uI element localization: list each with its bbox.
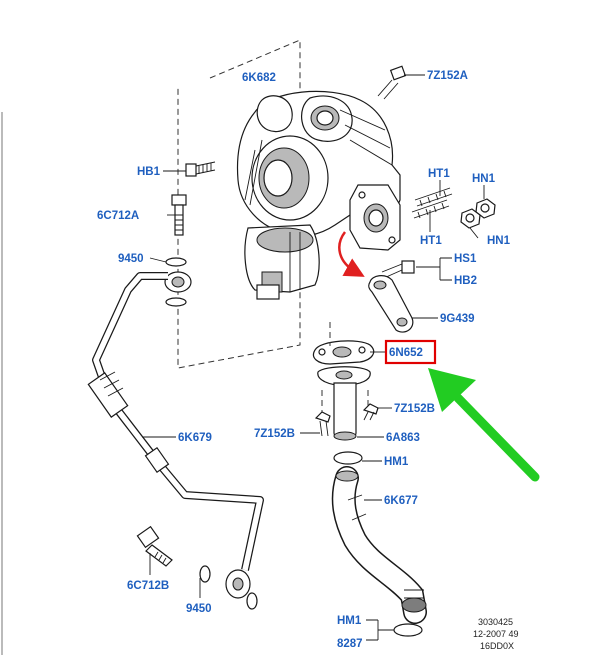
callout-7z152a[interactable]: 7Z152A	[427, 70, 468, 82]
bolts-7z152b-drawing	[314, 403, 379, 437]
turbocharger-drawing	[236, 90, 401, 300]
hose-6k677-drawing	[331, 466, 427, 624]
callout-6c712a[interactable]: 6C712A	[97, 210, 139, 222]
callout-hn1-top[interactable]: HN1	[472, 173, 496, 185]
callout-6k677[interactable]: 6K677	[384, 495, 418, 507]
callout-8287[interactable]: 8287	[337, 638, 363, 650]
gasket-6n652-drawing	[312, 340, 375, 365]
studs-ht1-drawing	[411, 187, 453, 219]
callout-hm1-mid[interactable]: HM1	[384, 456, 409, 468]
callout-6n652[interactable]: 6N652	[389, 347, 423, 359]
footer-code: 16DD0X	[480, 641, 514, 651]
highlight-box-6n652	[384, 339, 437, 365]
washer-9450-bottom-a	[199, 565, 211, 583]
callout-ht1-top[interactable]: HT1	[428, 168, 450, 180]
footer-date: 12-2007 49	[473, 629, 519, 639]
hose-clamp-hm1-bottom	[393, 623, 423, 637]
callout-6c712b[interactable]: 6C712B	[127, 580, 169, 592]
callout-hb2[interactable]: HB2	[454, 275, 477, 287]
callout-9450-bottom[interactable]: 9450	[186, 603, 212, 615]
washer-9450-bottom-b	[246, 592, 258, 610]
callout-9450-top[interactable]: 9450	[118, 253, 144, 265]
nuts-hn1-drawing	[460, 198, 496, 229]
bolt-hb1-drawing	[185, 161, 216, 177]
footer-ref-number: 3030425	[478, 617, 513, 627]
callout-6a863[interactable]: 6A863	[386, 432, 420, 444]
callout-hb1[interactable]: HB1	[137, 166, 161, 178]
callout-hn1-bottom[interactable]: HN1	[487, 235, 511, 247]
callout-ht1-bottom[interactable]: HT1	[420, 235, 442, 247]
callout-hs1[interactable]: HS1	[454, 253, 477, 265]
banjo-fitting-top-drawing	[164, 271, 192, 307]
green-pointer-arrow	[428, 368, 540, 482]
red-direction-arrow	[338, 231, 365, 277]
callout-7z152b-right[interactable]: 7Z152B	[394, 403, 435, 415]
banjo-bolt-6c712b-drawing	[136, 525, 173, 567]
hose-clamp-hm1-mid	[333, 451, 363, 465]
oil-feed-pipe-6k679-drawing	[87, 272, 264, 599]
bracket-9g439-drawing	[368, 275, 414, 333]
washer-9450-top	[165, 257, 187, 267]
banjo-bolt-6c712a-drawing	[171, 194, 187, 236]
bolts-hs1-hb2-drawing	[381, 260, 415, 279]
callout-7z152b-left[interactable]: 7Z152B	[254, 428, 295, 440]
bolt-7z152a-drawing	[377, 65, 407, 100]
callout-6k679[interactable]: 6K679	[178, 432, 212, 444]
callout-9g439[interactable]: 9G439	[440, 313, 475, 325]
outlet-pipe-6a863-drawing	[317, 366, 371, 441]
callout-6k682[interactable]: 6K682	[242, 72, 276, 84]
callout-hm1-bottom[interactable]: HM1	[337, 615, 362, 627]
